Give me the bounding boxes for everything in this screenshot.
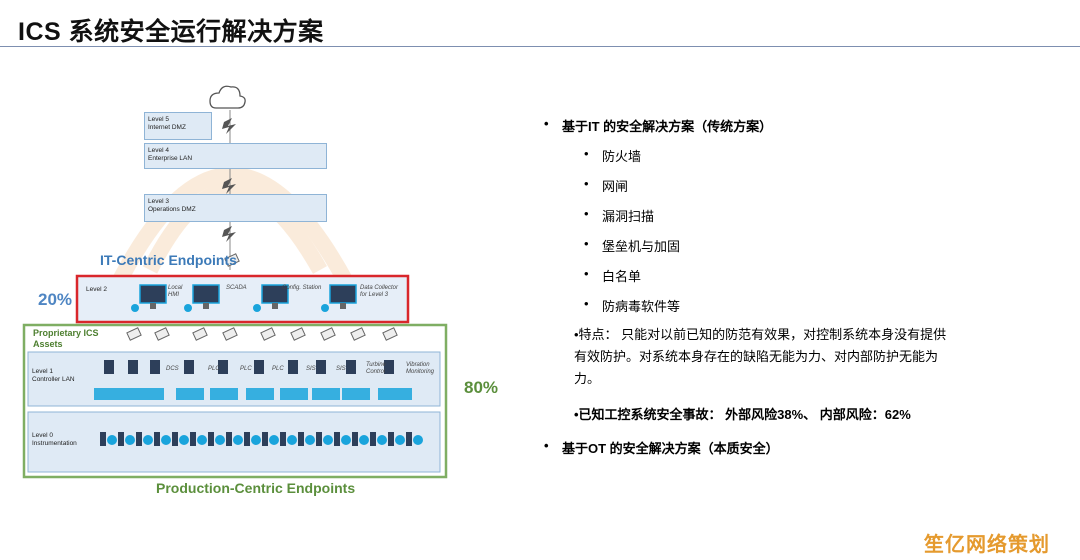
list-item: •防火墙 xyxy=(584,146,642,164)
bullet-dot: • xyxy=(544,116,549,131)
background-arcs xyxy=(112,167,353,284)
ics-assets-label: Proprietary ICS Assets xyxy=(33,328,99,349)
list-item: •网闸 xyxy=(584,176,629,194)
level0-threats xyxy=(107,435,423,445)
workstation-icon xyxy=(192,284,220,309)
sis-label-1: SIS xyxy=(306,366,316,372)
level2-label: Level 2 xyxy=(86,286,107,293)
config-label: Config. Station xyxy=(282,285,322,291)
plc-label-3: PLC xyxy=(272,366,284,372)
level2-workstations xyxy=(139,284,357,309)
it-solution-heading: • 基于IT 的安全解决方案（传统方案） xyxy=(544,116,773,134)
watermark: 笙亿网络策划 xyxy=(924,534,1050,556)
plc-label-1: PLC xyxy=(208,366,220,372)
firewall-icon xyxy=(222,226,236,242)
level1-switches xyxy=(126,327,398,341)
feature-paragraph: •特点： 只能对以前已知的防范有效果，对控制系统本身没有提供 有效防护。对系统本… xyxy=(574,327,947,386)
list-item: •白名单 xyxy=(584,266,642,284)
workstation-icon xyxy=(139,284,167,309)
level5-box xyxy=(144,112,212,140)
firewall-icon xyxy=(222,178,236,194)
bug-icon xyxy=(321,304,329,312)
sis-label-2: SIS xyxy=(336,366,346,372)
scada-label: SCADA xyxy=(226,285,247,291)
vibration-label: Vibration Monitoring xyxy=(406,362,435,375)
ot-solution-heading: • 基于OT 的安全解决方案（本质安全） xyxy=(544,438,779,456)
it-centric-box xyxy=(75,274,410,324)
hmi-label: Local HMI xyxy=(168,285,183,298)
production-centric-box xyxy=(22,323,448,479)
ot-percent: 80% xyxy=(464,378,499,397)
switch-icon xyxy=(224,253,240,267)
bug-icon xyxy=(184,304,192,312)
bullet-dot: • xyxy=(544,438,549,453)
threat-icons xyxy=(131,304,329,312)
level4-box xyxy=(144,143,327,169)
bug-icon xyxy=(253,304,261,312)
page-title: ICS 系统安全运行解决方案 xyxy=(18,18,324,46)
firewall-icons xyxy=(222,118,236,242)
dcs-label: DCS xyxy=(166,366,179,372)
incident-line: •已知工控系统安全事故： 外部风险38%、 内部风险：62% xyxy=(574,407,911,422)
collector-label: Data Collector for Level 3 xyxy=(360,285,399,298)
firewall-icon xyxy=(222,118,236,134)
level1-controllers xyxy=(94,360,412,400)
level0-instruments xyxy=(100,432,412,446)
level3-box xyxy=(144,194,327,222)
list-item: •堡垒机与加固 xyxy=(584,236,681,254)
plc-label-2: PLC xyxy=(240,366,252,372)
list-item: •漏洞扫描 xyxy=(584,206,655,224)
list-item: •防病毒软件等 xyxy=(584,296,681,314)
production-centric-title: Production-Centric Endpoints xyxy=(156,480,356,496)
bug-icon xyxy=(131,304,139,312)
turbine-label: Turbine Control xyxy=(366,362,386,375)
workstation-icon xyxy=(261,284,289,309)
diagram-graphics xyxy=(22,85,448,479)
title-divider xyxy=(0,46,1080,47)
cloud-icon xyxy=(209,85,246,109)
it-centric-title: IT-Centric Endpoints xyxy=(100,252,237,268)
workstation-icon xyxy=(329,284,357,309)
it-percent: 20% xyxy=(38,290,73,309)
